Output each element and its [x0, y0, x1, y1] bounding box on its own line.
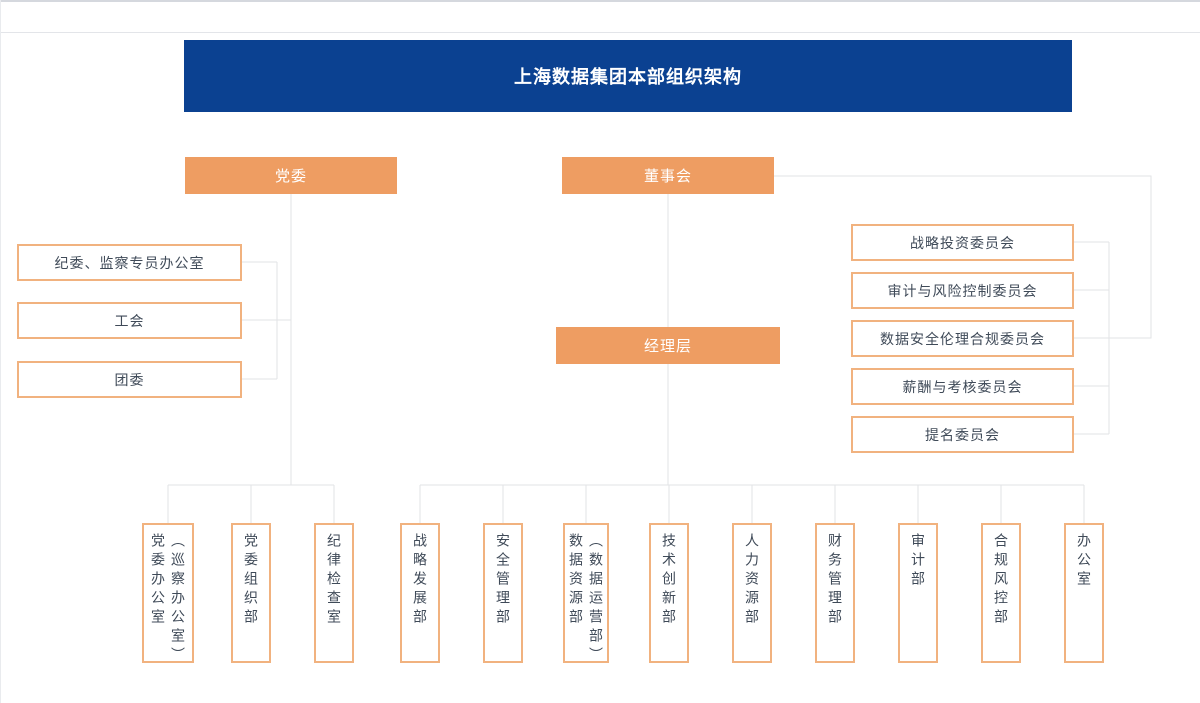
node-label: 纪律检查室 [326, 533, 342, 628]
node-dept-human-resources: 人力资源部 [732, 523, 772, 663]
node-committee-remuneration-appraisal: 薪酬与考核委员会 [851, 368, 1074, 405]
node-party-committee-label: 党委 [274, 168, 307, 185]
node-label: 审计与风险控制委员会 [887, 282, 1038, 299]
node-committee-data-ethics-compliance: 数据安全伦理合规委员会 [851, 320, 1074, 357]
node-dept-compliance-risk-control: 合规风控部 [981, 523, 1021, 663]
node-party-office: 党委办公室 （巡察办公室） [142, 523, 194, 666]
node-management-level: 经理层 [556, 327, 780, 364]
node-dept-finance-management: 财务管理部 [815, 523, 855, 663]
node-label: 纪委、监察专员办公室 [54, 254, 205, 271]
node-committee-nomination: 提名委员会 [851, 416, 1074, 453]
node-sub-label: （巡察办公室） [170, 533, 186, 666]
node-dept-general-office: 办公室 [1064, 523, 1104, 663]
node-management-label: 经理层 [643, 338, 692, 355]
node-label: 数据资源部 [568, 533, 584, 628]
node-board-of-directors: 董事会 [562, 157, 774, 194]
org-chart-title-banner: 上海数据集团本部组织架构 [184, 40, 1072, 112]
header-divider [1, 32, 1200, 33]
node-party-committee: 党委 [185, 157, 397, 194]
node-label: 财务管理部 [827, 533, 843, 628]
node-sub-label: （数据运营部） [588, 533, 604, 666]
node-label: 党委组织部 [243, 533, 259, 628]
node-dept-security-management: 安全管理部 [483, 523, 523, 663]
node-board-label: 董事会 [643, 168, 692, 185]
node-label: 安全管理部 [495, 533, 511, 628]
node-label: 技术创新部 [661, 533, 677, 628]
node-dept-tech-innovation: 技术创新部 [649, 523, 689, 663]
node-label: 审计部 [910, 533, 926, 590]
node-dept-audit: 审计部 [898, 523, 938, 663]
window-top-edge [1, 0, 1200, 2]
node-dept-data-resources: 数据资源部 （数据运营部） [563, 523, 609, 666]
node-label: 战略发展部 [412, 533, 428, 628]
node-label: 办公室 [1076, 533, 1092, 590]
node-discipline-inspection-room: 纪律检查室 [314, 523, 354, 663]
node-party-organization-dept: 党委组织部 [231, 523, 271, 663]
node-discipline-inspection-office: 纪委、监察专员办公室 [17, 244, 242, 281]
node-label: 团委 [114, 371, 145, 388]
node-labor-union: 工会 [17, 302, 242, 339]
node-label: 薪酬与考核委员会 [902, 378, 1023, 395]
node-dept-strategy-development: 战略发展部 [400, 523, 440, 663]
node-label: 党委办公室 [150, 533, 166, 628]
node-label: 人力资源部 [744, 533, 760, 628]
node-label: 工会 [114, 312, 145, 329]
node-label: 数据安全伦理合规委员会 [880, 330, 1045, 347]
node-label: 战略投资委员会 [910, 234, 1015, 251]
org-chart-title: 上海数据集团本部组织架构 [514, 67, 742, 87]
node-label: 提名委员会 [925, 426, 1000, 443]
node-youth-league-committee: 团委 [17, 361, 242, 398]
node-label: 合规风控部 [993, 533, 1009, 628]
node-committee-strategic-investment: 战略投资委员会 [851, 224, 1074, 261]
node-committee-audit-risk-control: 审计与风险控制委员会 [851, 272, 1074, 309]
